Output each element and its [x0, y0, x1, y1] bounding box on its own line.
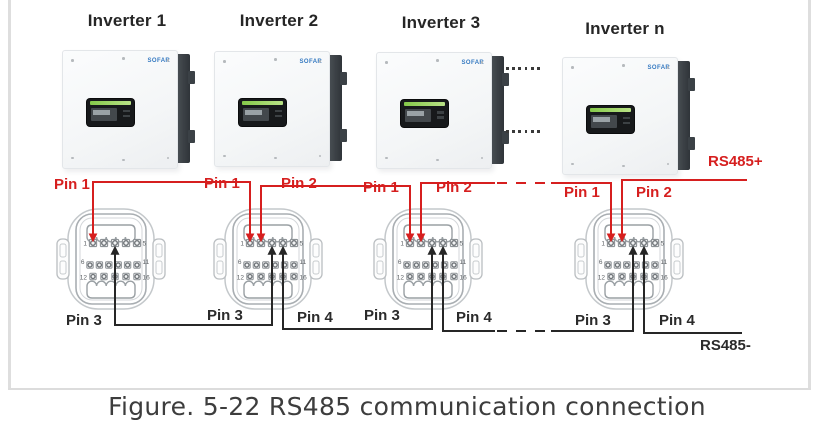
inverter-front-face: SOFAR	[214, 51, 330, 167]
mounting-tab	[188, 71, 195, 84]
com-connector-3	[373, 206, 483, 314]
display-button	[274, 109, 282, 113]
mounting-tab	[688, 137, 695, 150]
rs485-minus-label: RS485-	[700, 337, 751, 354]
mounting-tab	[188, 130, 195, 143]
brand-logo: SOFAR	[147, 58, 171, 65]
display-lcd	[242, 107, 269, 121]
invn-pin1-label: Pin 1	[564, 184, 600, 201]
inverter-display	[400, 100, 448, 128]
inverter-3-title: Inverter 3	[401, 13, 481, 32]
display-led-strip	[589, 107, 631, 112]
display-led-strip	[89, 100, 131, 105]
display-button	[274, 114, 282, 118]
display-button	[436, 116, 444, 119]
display-lcd	[590, 114, 617, 128]
inv3-pin3-label: Pin 3	[364, 307, 400, 324]
figure-caption: Figure. 5-22 RS485 communication connect…	[108, 392, 706, 421]
inverter-display	[86, 98, 134, 126]
invn-pin2-label: Pin 2	[636, 184, 672, 201]
inv3-pin4-label: Pin 4	[456, 309, 492, 326]
inverter-side-panel	[175, 54, 195, 163]
mounting-tab	[340, 72, 347, 85]
com-connector-1	[56, 206, 166, 314]
inverter-display	[586, 105, 634, 133]
com-connector-n	[574, 206, 684, 314]
mounting-tab	[340, 129, 347, 142]
inverter-3-illustration: SOFAR	[376, 50, 509, 172]
inverter-front-face: SOFAR	[562, 57, 678, 175]
mounting-tab	[502, 73, 509, 86]
inverter-n-title: Inverter n	[585, 19, 665, 38]
mounting-tab	[688, 78, 695, 91]
figure-border-bottom	[8, 388, 811, 390]
inverter-1-title: Inverter 1	[87, 11, 167, 30]
com-connector-2	[213, 206, 323, 314]
inv1-pin3-label: Pin 3	[66, 312, 102, 329]
display-led-strip	[241, 100, 283, 105]
inverter-side-panel	[675, 61, 695, 170]
inv1-pin1-label: Pin 1	[54, 176, 90, 193]
display-led-strip	[403, 102, 445, 107]
display-button	[622, 121, 630, 125]
display-button	[122, 114, 130, 118]
inv2-pin2-label: Pin 2	[281, 175, 317, 192]
inv3-pin2-label: Pin 2	[436, 179, 472, 196]
mounting-tab	[502, 131, 509, 144]
brand-logo: SOFAR	[299, 58, 323, 65]
inverter-n-illustration: SOFAR	[562, 54, 695, 176]
display-lcd	[404, 109, 431, 123]
inverter-front-face: SOFAR	[62, 50, 178, 169]
inv2-pin4-label: Pin 4	[297, 309, 333, 326]
brand-logo: SOFAR	[647, 64, 671, 71]
inverter-front-face: SOFAR	[376, 52, 492, 169]
ellipsis-icon	[506, 67, 540, 70]
invn-pin4-label: Pin 4	[659, 312, 695, 329]
inverter-2-title: Inverter 2	[239, 11, 319, 30]
display-button	[622, 116, 630, 120]
inverter-display	[238, 98, 286, 126]
rs485-plus-label: RS485+	[708, 153, 763, 170]
invn-pin3-label: Pin 3	[575, 312, 611, 329]
inv2-pin3-label: Pin 3	[207, 307, 243, 324]
brand-logo: SOFAR	[461, 59, 485, 66]
figure-border-right	[808, 0, 811, 390]
display-lcd	[90, 107, 117, 121]
display-button	[122, 109, 130, 113]
inverter-side-panel	[327, 55, 347, 161]
inv2-pin1-label: Pin 1	[204, 175, 240, 192]
ellipsis-icon	[506, 130, 540, 133]
inverter-1-illustration: SOFAR	[62, 48, 195, 170]
inv3-pin1-label: Pin 1	[363, 179, 399, 196]
inverter-side-panel	[489, 56, 509, 164]
inverter-2-illustration: SOFAR	[214, 48, 347, 170]
figure-border-left	[8, 0, 11, 390]
display-button	[436, 111, 444, 114]
